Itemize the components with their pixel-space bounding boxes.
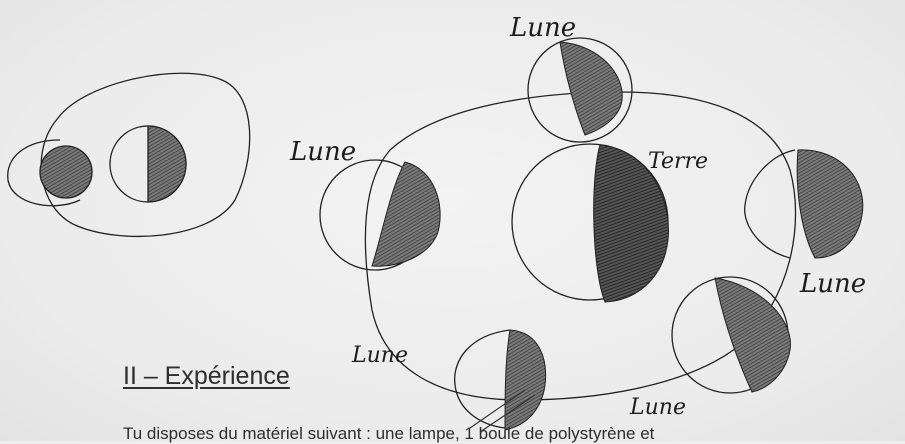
left-sketch-moon-shaded bbox=[40, 146, 92, 198]
label-moon-top: Lune bbox=[509, 13, 576, 43]
left-sketch-moon-half-shade bbox=[148, 126, 186, 202]
label-moon-right: Lune bbox=[799, 269, 866, 299]
earth bbox=[512, 144, 668, 302]
moon-top bbox=[528, 38, 632, 142]
label-earth: Terre bbox=[648, 149, 708, 174]
left-sketch bbox=[8, 73, 250, 236]
label-moon-bottom: Lune bbox=[629, 395, 686, 420]
moon-bottom-right bbox=[672, 277, 790, 393]
label-moon-left: Lune bbox=[289, 137, 356, 167]
label-moon-bottom-left: Lune bbox=[351, 343, 408, 368]
moon-bottom bbox=[455, 330, 546, 432]
section-title: II – Expérience bbox=[123, 362, 290, 391]
moon-right bbox=[745, 150, 863, 258]
moon-left bbox=[320, 160, 440, 270]
instruction-text: Tu disposes du matériel suivant : une la… bbox=[123, 424, 905, 444]
